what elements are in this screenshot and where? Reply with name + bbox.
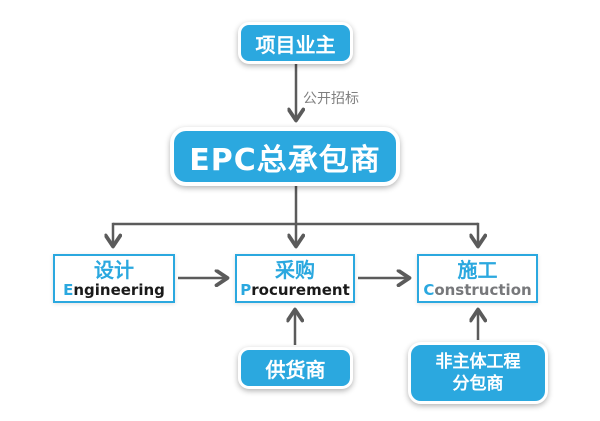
construction-rest: onstruction <box>434 280 532 299</box>
procurement-rest: rocurement <box>251 280 350 299</box>
engineering-label-zh: 设计 <box>94 257 134 282</box>
procurement-initial: P <box>240 280 252 299</box>
node-subcontractor: 非主体工程 分包商 <box>408 342 548 404</box>
supplier-label: 供货商 <box>265 357 326 382</box>
construction-label-en: Construction <box>423 282 531 299</box>
engineering-initial: E <box>63 280 74 299</box>
node-engineering: 设计 Engineering <box>53 254 175 303</box>
node-supplier: 供货商 <box>238 347 353 389</box>
public-bidding-label: 公开招标 <box>303 91 359 107</box>
procurement-label-zh: 采购 <box>275 257 315 282</box>
engineering-rest: ngineering <box>73 280 165 299</box>
node-construction: 施工 Construction <box>417 254 538 303</box>
node-epc-contractor: EPC总承包商 <box>170 127 400 186</box>
procurement-label-en: Procurement <box>240 282 350 299</box>
construction-label-zh: 施工 <box>457 257 498 282</box>
node-project-owner: 项目业主 <box>238 22 353 64</box>
subcontractor-line2: 分包商 <box>452 374 504 394</box>
subcontractor-line1: 非主体工程 <box>435 351 521 372</box>
epc-contractor-label: EPC总承包商 <box>189 142 381 178</box>
construction-initial: C <box>423 280 435 299</box>
project-owner-label: 项目业主 <box>255 32 336 57</box>
engineering-label-en: Engineering <box>63 282 165 299</box>
node-procurement: 采购 Procurement <box>235 254 355 303</box>
